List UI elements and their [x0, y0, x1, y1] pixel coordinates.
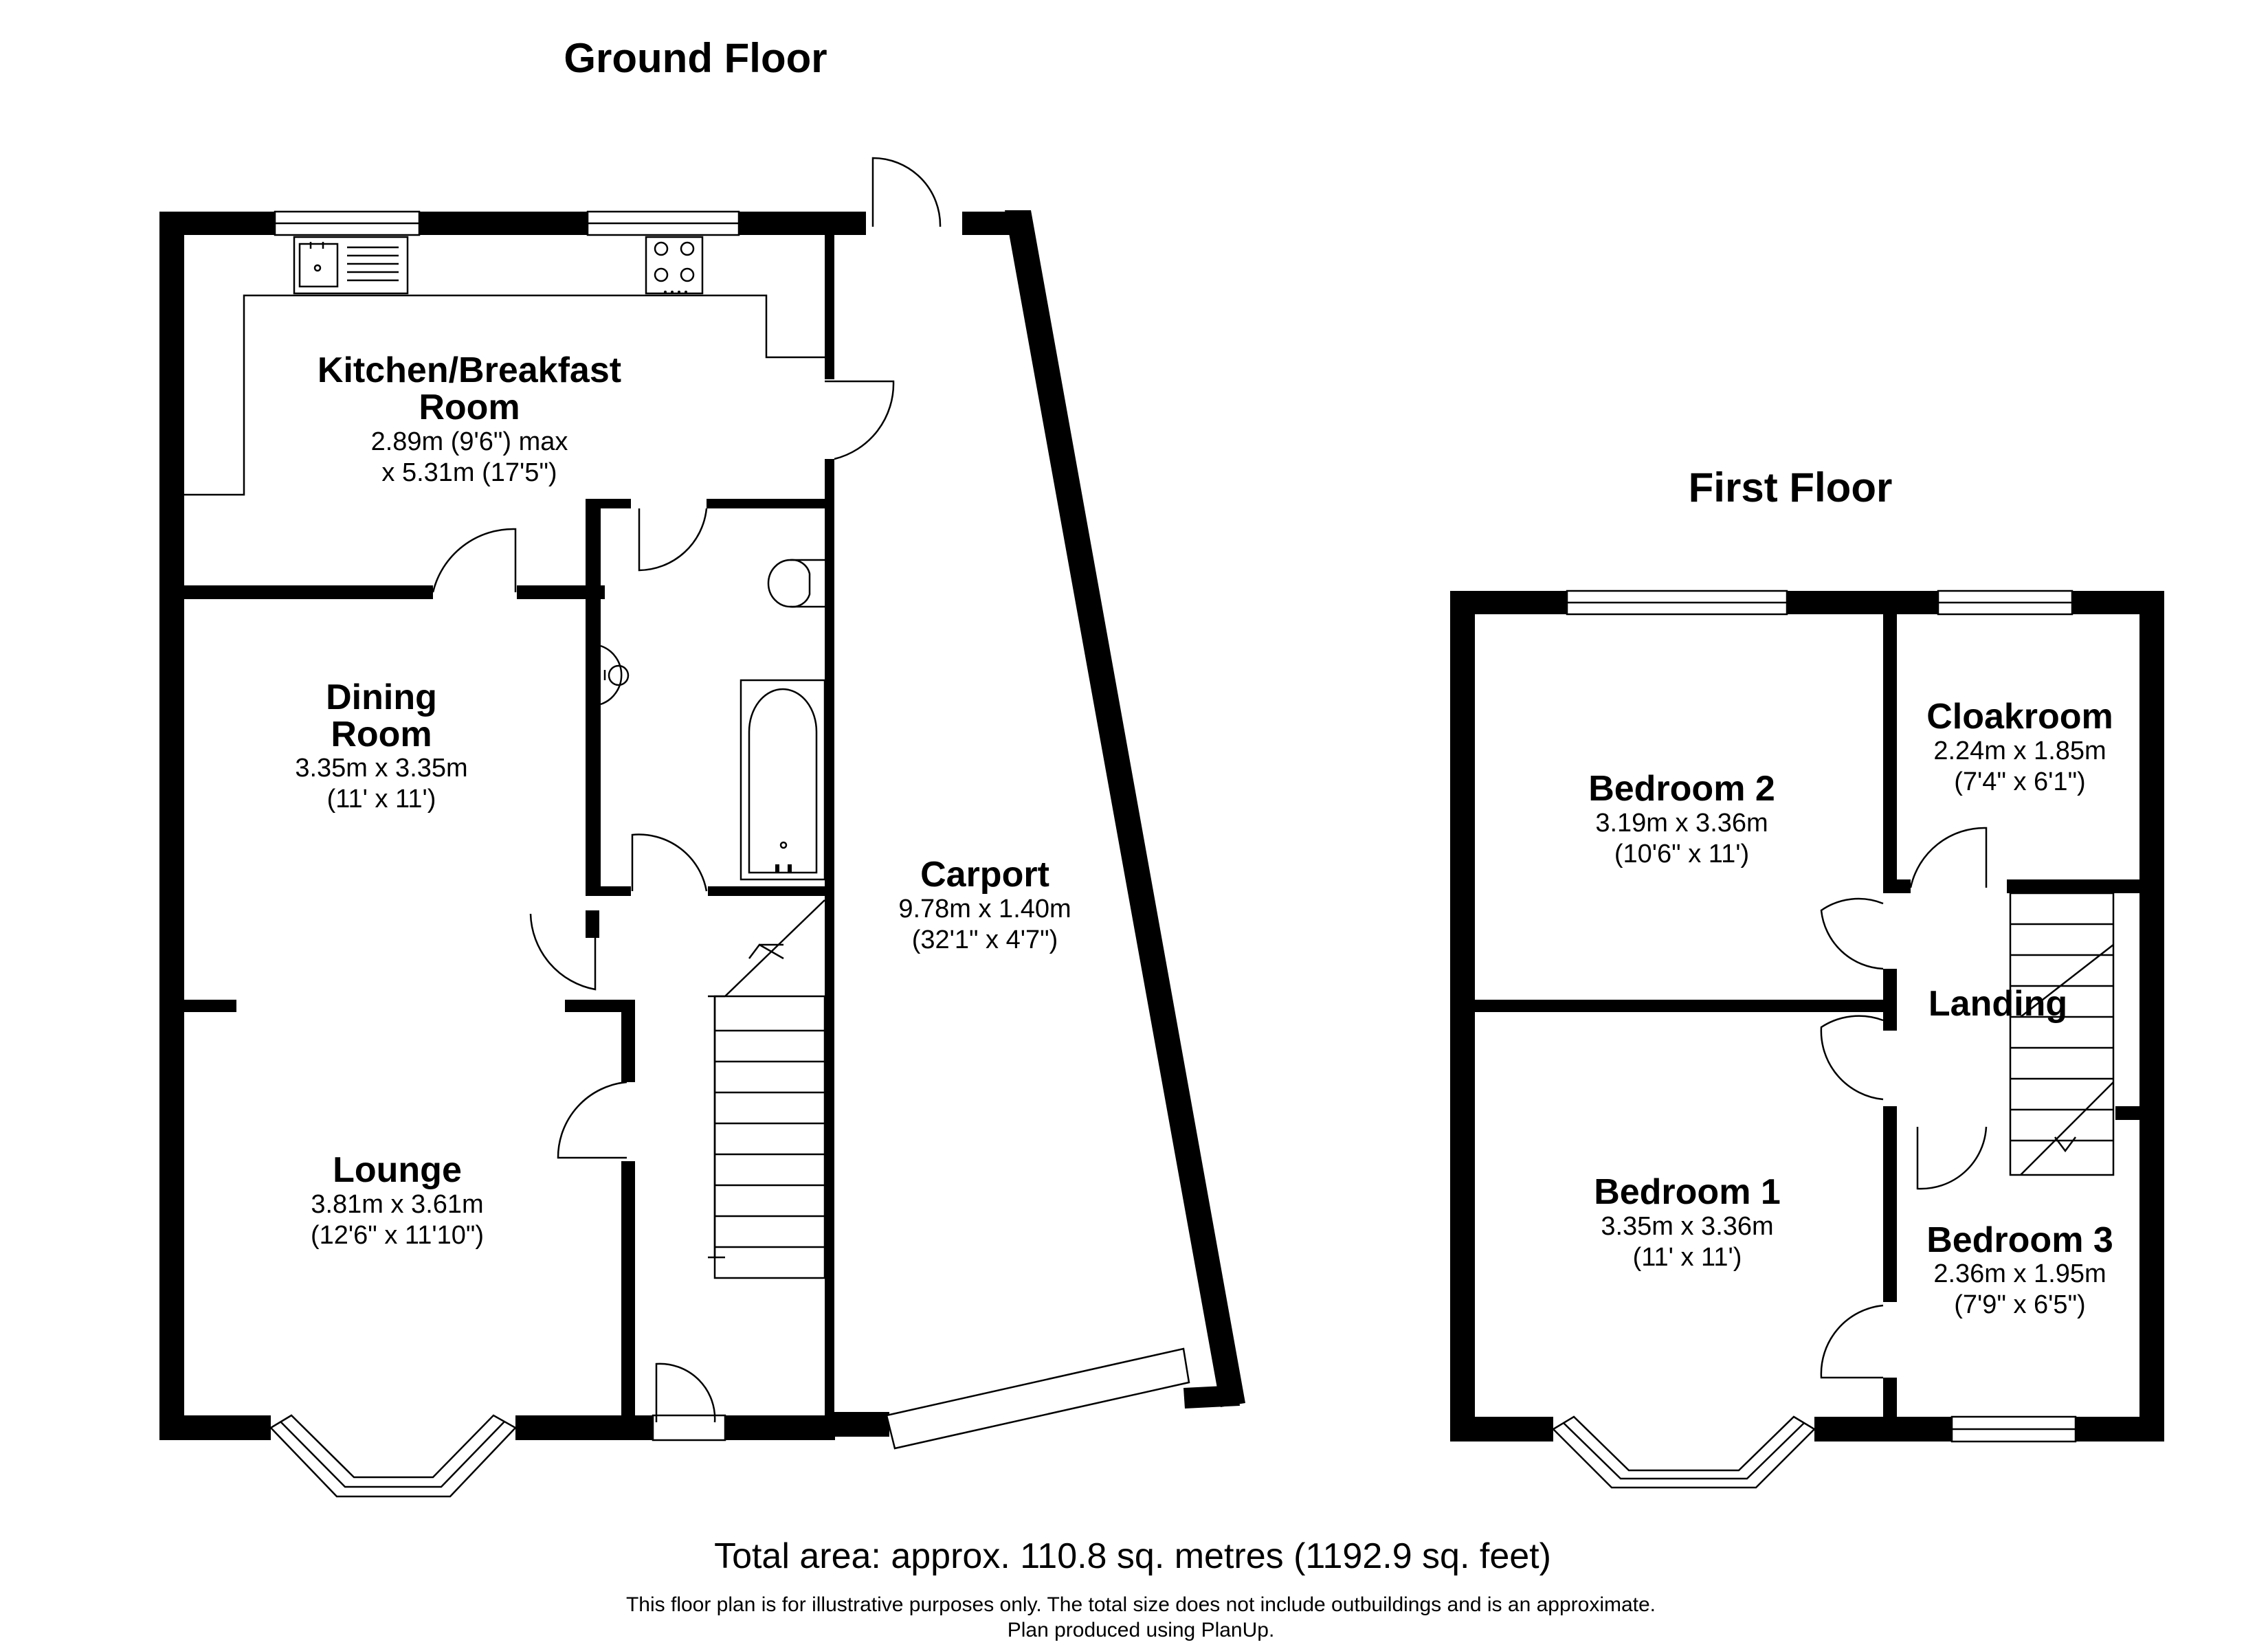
bedroom1-dimensions-line2: (11' x 11') — [1633, 1243, 1742, 1272]
ground-floor-title: Ground Floor — [564, 35, 827, 81]
hob-icon — [645, 236, 704, 295]
bedroom3-door — [1820, 1304, 1884, 1379]
bedroom3-dimensions: 2.36m x 1.95m — [1933, 1259, 2106, 1288]
lounge-hall-door — [557, 1081, 627, 1159]
carport-gate — [885, 1347, 1190, 1450]
bedroom2-door — [1820, 897, 1884, 970]
bedroom1-door — [1820, 1015, 1884, 1101]
carport-dimensions-line2: (32'1" x 4'7") — [912, 926, 1058, 954]
bedroom2-label: Bedroom 2 — [1588, 769, 1775, 809]
dining-room-label: Dining — [326, 677, 437, 717]
ground-floor-details — [184, 157, 1190, 1498]
lounge-dimensions-line2: (12'6" x 11'10") — [311, 1221, 484, 1250]
kitchen-dimensions-line2: x 5.31m (17'5") — [381, 458, 557, 487]
kitchen-label-line2: Room — [419, 388, 520, 427]
back-door — [871, 157, 942, 227]
kitchen-side-door — [825, 380, 895, 460]
toilet-icon — [767, 559, 825, 608]
cloakroom-label: Cloakroom — [1926, 697, 2113, 737]
lounge-label: Lounge — [333, 1150, 462, 1190]
carport-label: Carport — [920, 855, 1049, 895]
hall-door — [631, 833, 708, 892]
landing-label: Landing — [1928, 984, 2067, 1024]
carport-dimensions: 9.78m x 1.40m — [898, 895, 1071, 923]
cloakroom-dimensions: 2.24m x 1.85m — [1933, 737, 2106, 765]
bedroom2-dimensions-line2: (10'6" x 11') — [1614, 840, 1749, 868]
first-floor-walls — [1450, 591, 2164, 1442]
kitchen-dimensions: 2.89m (9'6") max — [371, 427, 568, 456]
first-floor-details — [1551, 590, 2115, 1489]
dining-hall-door — [529, 913, 597, 991]
staircase — [708, 899, 826, 1279]
dining-kitchen-door — [432, 528, 517, 593]
lounge-bay-window — [269, 1414, 518, 1498]
ground-floor-walls — [159, 210, 1245, 1440]
bedroom1-bay-window — [1551, 1415, 1816, 1489]
bathroom-door — [638, 508, 708, 572]
bedroom1-dimensions: 3.35m x 3.36m — [1601, 1212, 1773, 1241]
bedroom2-dimensions: 3.19m x 3.36m — [1595, 809, 1768, 838]
first-floor-title: First Floor — [1689, 464, 1893, 511]
produced-by: Plan produced using PlanUp. — [1008, 1619, 1275, 1641]
first-floor-staircase — [2009, 892, 2115, 1176]
landing-door — [1916, 1126, 1988, 1190]
total-area: Total area: approx. 110.8 sq. metres (11… — [714, 1536, 1551, 1576]
dining-room-label-line2: Room — [331, 715, 432, 754]
bedroom3-dimensions-line2: (7'9" x 6'5") — [1954, 1290, 2085, 1319]
dining-room-dimensions: 3.35m x 3.35m — [295, 754, 467, 783]
basin-icon — [600, 644, 623, 706]
bedroom1-label: Bedroom 1 — [1594, 1172, 1781, 1212]
cloakroom-door — [1909, 827, 1988, 888]
disclaimer: This floor plan is for illustrative purp… — [626, 1593, 1656, 1616]
cloakroom-dimensions-line2: (7'4" x 6'1") — [1954, 767, 2085, 796]
dining-room-dimensions-line2: (11' x 11') — [327, 785, 436, 814]
bedroom3-label: Bedroom 3 — [1926, 1220, 2113, 1260]
bath-icon — [740, 679, 826, 881]
front-door — [655, 1362, 716, 1423]
kitchen-label: Kitchen/Breakfast — [318, 350, 621, 390]
sink-icon — [293, 236, 409, 295]
lounge-dimensions: 3.81m x 3.61m — [311, 1190, 483, 1219]
